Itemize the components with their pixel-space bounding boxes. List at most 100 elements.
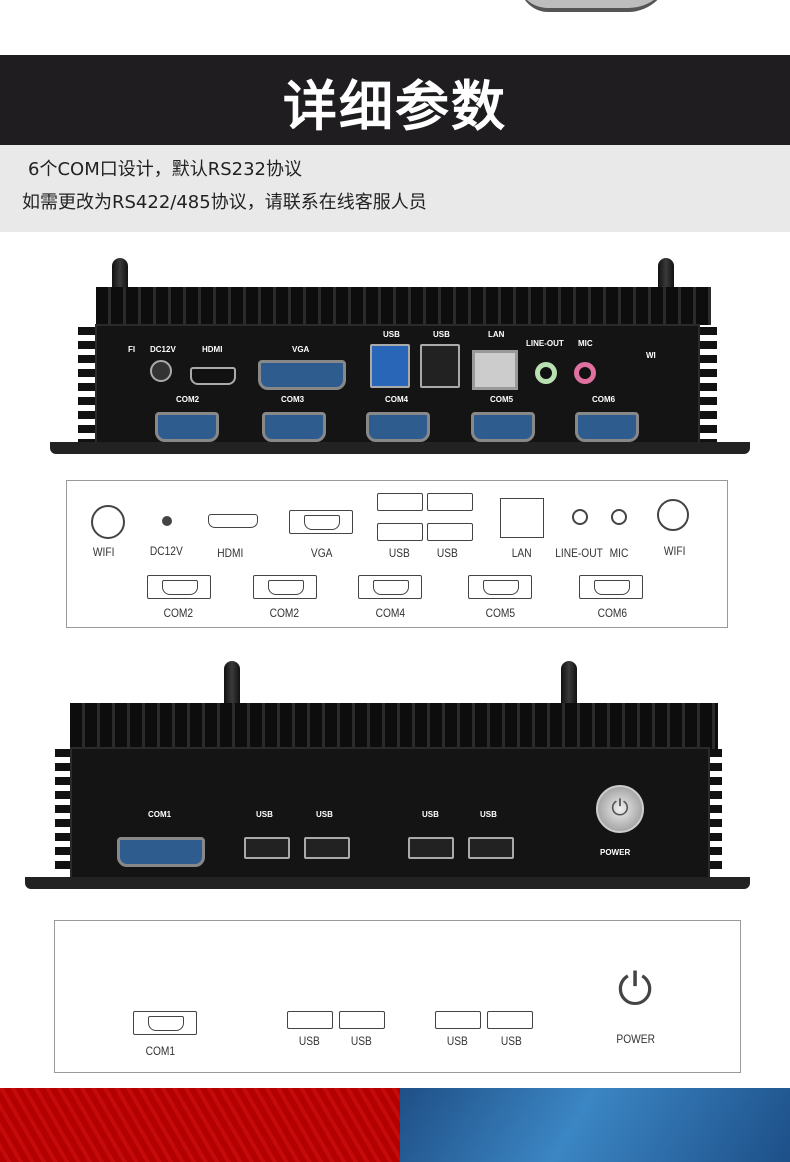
port-label: COM5 [490,395,514,404]
heatsink-fins [70,703,718,749]
power-icon: ⏻ [617,964,653,1015]
port-label: USB [256,810,273,819]
port-label: USB [316,810,333,819]
dc-jack [150,360,172,382]
port-label: MIC [578,339,593,348]
mount-base [50,442,750,454]
section-title: 详细参数 [283,75,507,138]
line-out-jack [535,362,557,384]
port-label: COM6 [592,395,616,404]
side-fins [78,327,98,442]
hdmi-icon [208,514,258,528]
usb2-ports [420,344,460,388]
port-label: DC12V [150,345,176,354]
product-edge-image [520,0,670,12]
usb-port [244,837,290,859]
port-label: VGA [292,345,310,354]
wifi-icon [657,499,689,531]
front-port-diagram: WIFI DC12V HDMI VGA USB USB LAN LINE-OUT… [66,480,728,628]
usb-label: USB [298,1034,320,1048]
port-label: COM3 [281,395,305,404]
port-label: HDMI [202,345,223,354]
port-label: MIC [609,546,629,560]
com-port [366,412,430,442]
vga-icon [289,510,353,534]
usb-icon [427,493,473,511]
usb-icon [287,1011,333,1029]
com-label: COM2 [163,606,194,620]
front-panel-photo: FI DC12V HDMI VGA USB USB LAN LINE-OUT M… [0,232,790,477]
port-label: COM4 [385,395,409,404]
port-label: WI [646,351,656,360]
port-label: USB [388,546,410,560]
usb-label: USB [446,1034,468,1048]
note-line-1: 6个COM口设计，默认RS232协议 [28,159,303,180]
usb-icon [435,1011,481,1029]
com-icon [133,1011,197,1035]
com1-port [117,837,205,867]
side-fins [697,327,717,442]
com-label: COM6 [597,606,628,620]
usb-icon [377,523,423,541]
com-label: COM4 [375,606,406,620]
mount-base [25,877,750,889]
port-label: WIFI [92,545,115,559]
com-icon [468,575,532,599]
note-line-2: 如需更改为RS422/485协议，请联系在线客服人员 [22,192,427,213]
mic-jack [574,362,596,384]
usb-port [408,837,454,859]
usb-icon [487,1011,533,1029]
com-port [471,412,535,442]
port-label: LINE-OUT [526,339,564,348]
port-label: USB [422,810,439,819]
banner-red [0,1088,400,1162]
rear-panel-photo: COM1 USB USB USB USB ⏻ POWER [0,655,790,895]
port-label: COM2 [176,395,200,404]
title-band [0,55,790,145]
port-label: VGA [310,546,333,560]
port-label: USB [436,546,458,560]
port-label: LAN [488,330,505,339]
com-icon [147,575,211,599]
port-label: USB [383,330,400,339]
lan-icon [500,498,544,538]
port-label: DC12V [149,544,183,558]
usb-icon [427,523,473,541]
port-label: USB [480,810,497,819]
com-port [155,412,219,442]
com-label: COM2 [269,606,300,620]
usb-label: USB [350,1034,372,1048]
com-icon [253,575,317,599]
com-label: COM1 [145,1044,176,1058]
note-box: 6个COM口设计，默认RS232协议 如需更改为RS422/485协议，请联系在… [0,145,790,232]
banner-blue [400,1088,790,1162]
port-label: LAN [511,546,532,560]
lan-port [472,350,518,390]
power-button: ⏻ [596,785,644,833]
rear-port-diagram: COM1 USB USB USB USB ⏻ POWER [54,920,741,1073]
power-label: POWER [600,848,631,857]
port-label: FI [128,345,136,354]
com-port [575,412,639,442]
com-port [262,412,326,442]
com-icon [579,575,643,599]
usb3-ports [370,344,410,388]
port-label: WIFI [663,544,686,558]
next-section-banner [0,1088,790,1162]
dc-icon [162,516,172,526]
wifi-icon [91,505,125,539]
port-label: LINE-OUT [555,546,603,560]
line-out-icon [572,509,588,525]
com-label: COM5 [485,606,516,620]
heatsink-fins [96,287,711,325]
port-label: COM1 [148,810,172,819]
com-icon [358,575,422,599]
usb-label: USB [500,1034,522,1048]
port-label: HDMI [217,546,244,560]
usb-port [304,837,350,859]
usb-icon [339,1011,385,1029]
vga-port [258,360,346,390]
mic-icon [611,509,627,525]
hdmi-port [190,367,236,385]
usb-icon [377,493,423,511]
